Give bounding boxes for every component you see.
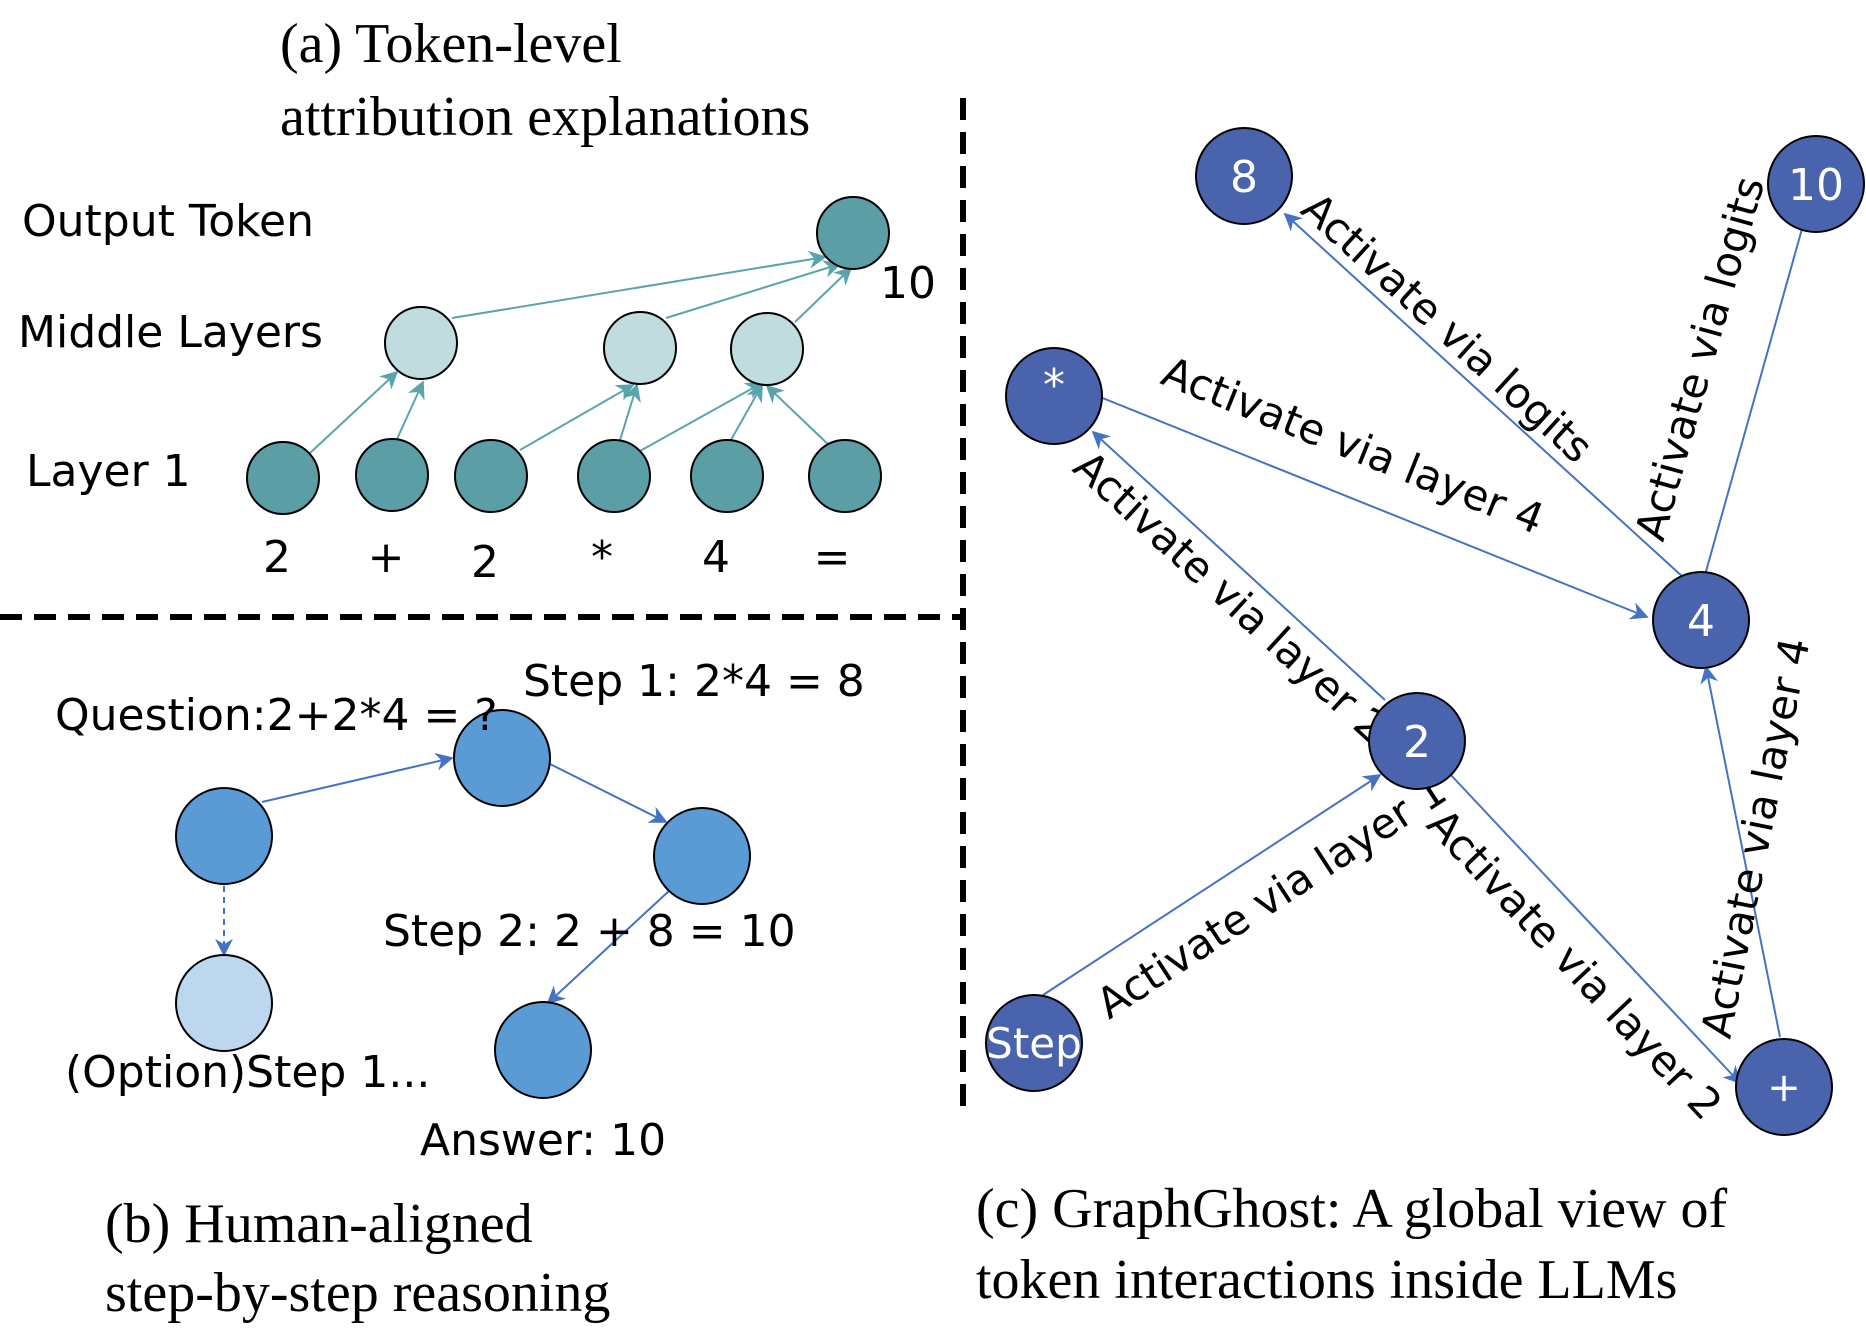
row-label-layer-1: Layer 1	[26, 446, 191, 497]
panel-b-caption-line1: (b) Human-aligned	[105, 1193, 533, 1255]
option-label: (Option)Step 1...	[65, 1047, 430, 1098]
answer-label: Answer: 10	[420, 1115, 666, 1166]
panel-c-caption-line2: token interactions inside LLMs	[976, 1249, 1677, 1311]
svg-text:Step: Step	[986, 1019, 1082, 1068]
edge-step-to-2	[1042, 774, 1382, 996]
node-step: Step	[985, 994, 1083, 1092]
token-label: =	[814, 532, 851, 583]
svg-text:2: 2	[1403, 717, 1431, 768]
answer-node	[494, 1001, 592, 1099]
option-node	[175, 954, 273, 1052]
layer1-node	[355, 438, 429, 512]
edge-label-step-to-2: Activate via layer 1	[1088, 765, 1455, 1028]
svg-text:8: 8	[1230, 152, 1258, 203]
edge-label-2-to-plus: Activate via layer 2	[1418, 799, 1732, 1129]
node-2: 2	[1368, 692, 1466, 790]
layer1-node	[577, 439, 651, 513]
question-node	[175, 787, 273, 885]
panel-b: Question:2+2*4 = ? Step 1: 2*4 = 8 Step …	[55, 656, 865, 1324]
question-label: Question:2+2*4 = ?	[55, 690, 498, 741]
svg-text:4: 4	[1687, 596, 1715, 647]
node-8: 8	[1195, 127, 1293, 225]
svg-text:10: 10	[1788, 160, 1844, 211]
token-label: +	[368, 532, 405, 583]
reasoning-edge	[261, 752, 454, 803]
step1-label: Step 1: 2*4 = 8	[523, 656, 865, 707]
layer1-node	[690, 439, 764, 513]
edge-label-2-to-star: Activate via layer 2	[1064, 441, 1397, 752]
row-label-middle-layers: Middle Layers	[18, 307, 323, 358]
edge-2-to-star	[1091, 430, 1386, 701]
panel-a-caption-line2: attribution explanations	[280, 86, 810, 148]
edge-star-to-4	[1099, 396, 1649, 620]
middle-layer-node	[730, 312, 804, 386]
node-plus: +	[1735, 1038, 1833, 1136]
svg-text:*: *	[1043, 360, 1065, 411]
node-4: 4	[1652, 571, 1750, 669]
panel-a-edges	[309, 250, 853, 454]
svg-text:+: +	[1767, 1065, 1801, 1111]
edge-2-to-plus	[1449, 773, 1742, 1085]
token-label: 4	[702, 532, 730, 583]
panel-c-edges	[1042, 209, 1812, 1085]
panel-c: Activate via logits Activate via logits …	[976, 127, 1865, 1311]
panel-b-caption-line2: step-by-step reasoning	[105, 1262, 610, 1324]
edge-label-4-to-10: Activate via logits	[1625, 171, 1774, 545]
step1-node	[453, 709, 551, 807]
reasoning-edge	[546, 889, 671, 1005]
layer1-node	[246, 441, 320, 515]
panel-c-caption-line1: (c) GraphGhost: A global view of	[976, 1178, 1728, 1240]
layer1-node	[808, 439, 882, 513]
node-10: 10	[1767, 135, 1865, 233]
panel-a: (a) Token-level attribution explanations…	[18, 13, 936, 588]
middle-layer-node	[603, 311, 677, 385]
reasoning-edge	[549, 763, 668, 823]
step2-label: Step 2: 2 + 8 = 10	[383, 906, 796, 957]
edge-4-to-10	[1704, 209, 1812, 576]
row-label-output-token: Output Token	[22, 196, 314, 247]
edge-4-to-8	[1283, 212, 1685, 579]
output-token-value: 10	[880, 258, 936, 309]
token-label: 2	[471, 537, 499, 588]
layer1-node	[454, 439, 528, 513]
token-label: *	[591, 532, 613, 583]
step2-node	[653, 807, 751, 905]
middle-layer-node	[384, 306, 458, 380]
panel-a-caption-line1: (a) Token-level	[280, 13, 622, 75]
output-token-node	[816, 196, 890, 270]
token-label: 2	[263, 532, 291, 583]
edge-plus-to-4	[1700, 665, 1781, 1038]
node-star: *	[1005, 347, 1103, 445]
